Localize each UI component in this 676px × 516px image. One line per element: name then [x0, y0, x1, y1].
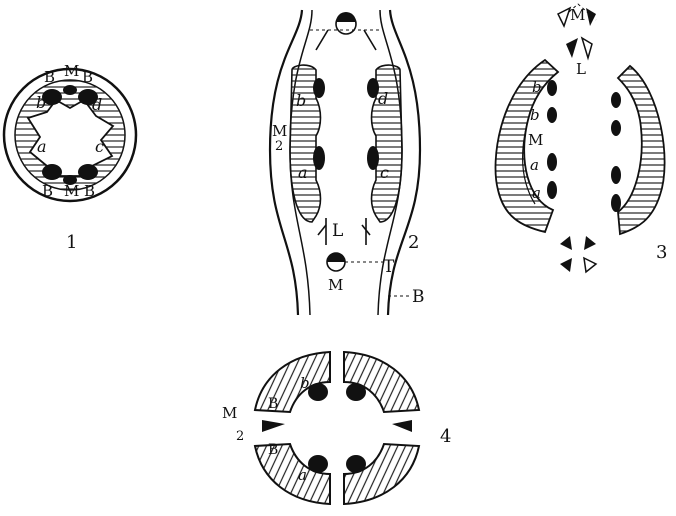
fig3-blob — [611, 120, 621, 136]
fig3-blob — [547, 107, 557, 123]
fig1-label: B — [42, 182, 53, 200]
fig3-label: M — [570, 6, 585, 24]
figure-4: b B M 2 B a 4 — [222, 352, 451, 504]
fig2-label: d — [378, 89, 388, 108]
fig4-side-piece — [392, 420, 412, 432]
fig3-top-piece — [586, 8, 596, 26]
fig4-blob — [346, 455, 366, 473]
fig4-label: a — [298, 466, 307, 484]
fig2-bottom-knob — [327, 253, 345, 262]
fig3-top-piece — [566, 38, 578, 58]
figure-1: B M B b d a c B M B 1 — [4, 62, 136, 253]
fig1-blob — [78, 164, 98, 180]
fig3-bottom-piece — [560, 236, 572, 250]
fig2-number: 2 — [408, 232, 419, 253]
fig4-side-piece — [262, 420, 285, 432]
fig4-quadrant-br — [344, 444, 419, 504]
fig4-blob — [308, 455, 328, 473]
fig3-bottom-piece — [584, 236, 596, 250]
fig4-number: 4 — [440, 426, 451, 447]
fig2-blob — [313, 78, 325, 98]
fig1-number: 1 — [66, 232, 77, 253]
figure-2: b d M 2 a c L T M B 2 — [270, 10, 425, 315]
fig3-number: 3 — [656, 242, 667, 263]
fig3-blob — [611, 92, 621, 108]
fig2-blob — [313, 146, 325, 170]
fig2-label: M — [328, 276, 343, 294]
fig3-label: b — [532, 78, 542, 96]
fig3-label: L — [576, 60, 586, 78]
fig3-label: M — [528, 131, 543, 149]
fig3-label: b — [530, 106, 540, 124]
fig2-label: 2 — [275, 139, 283, 154]
fig3-right-crescent — [618, 66, 665, 234]
fig1-label: B — [84, 182, 95, 200]
fig4-blob — [346, 383, 366, 401]
fig3-blob — [547, 153, 557, 171]
fig4-label: B — [268, 396, 278, 412]
fig2-label: M — [272, 122, 287, 140]
fig3-blob — [611, 166, 621, 184]
fig1-label: b — [36, 93, 46, 112]
fig3-blob — [547, 80, 557, 96]
fig1-label: M — [64, 182, 79, 200]
fig1-label: B — [82, 68, 93, 86]
fig4-quadrant-bl — [255, 444, 330, 504]
fig1-label: d — [92, 95, 102, 114]
fig4-label: M — [222, 404, 237, 422]
fig2-label: T — [383, 257, 395, 277]
fig1-blob — [63, 85, 77, 95]
figure-3: M L b b M a a 3 — [495, 4, 667, 272]
fig3-label: a — [532, 184, 541, 202]
fig4-quadrant-tl — [255, 352, 330, 412]
fig3-bottom-piece — [560, 258, 572, 272]
fig4-blob — [308, 383, 328, 401]
fig1-label: M — [64, 62, 79, 80]
fig4-label: B — [268, 442, 278, 458]
fig3-blob — [611, 194, 621, 212]
fig1-blob — [42, 164, 62, 180]
fig2-label: b — [296, 91, 306, 110]
fig1-label: a — [37, 137, 47, 156]
fig3-top-piece — [558, 8, 570, 26]
fig2-label: c — [380, 163, 389, 182]
fig3-blob — [547, 181, 557, 199]
fig3-top-piece — [582, 38, 592, 58]
fig2-label: a — [298, 163, 308, 182]
fig2-label: L — [332, 221, 343, 241]
fig2-blob — [367, 146, 379, 170]
fig3-label: a — [530, 156, 539, 174]
fig2-top-stalk — [316, 30, 376, 50]
fig3-bottom-piece — [584, 258, 596, 272]
fig4-label: b — [300, 374, 310, 392]
fig1-label: c — [95, 137, 104, 156]
fig4-quadrant-tr — [344, 352, 419, 412]
fig1-label: B — [44, 68, 55, 86]
fig2-label: B — [412, 287, 425, 307]
fig4-label: 2 — [236, 429, 244, 444]
